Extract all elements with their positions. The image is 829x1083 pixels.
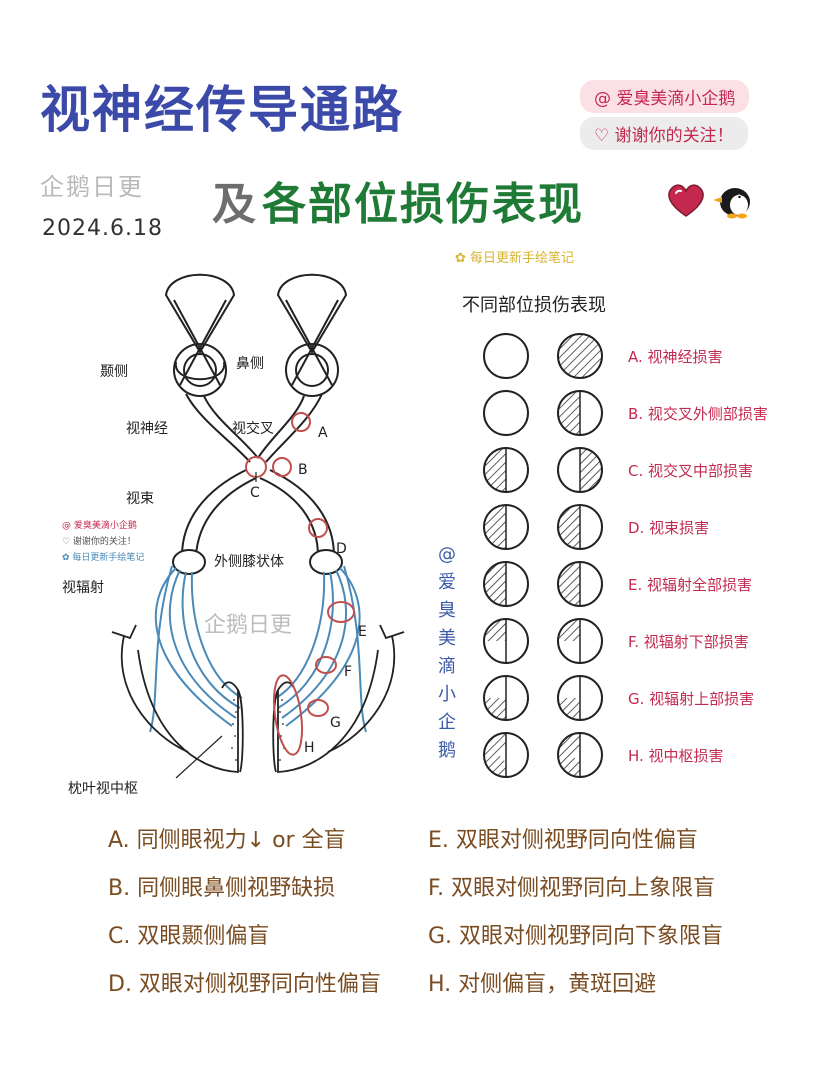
- lesion-b: [272, 457, 292, 477]
- field-left-5: [483, 618, 529, 664]
- date-text: 2024.6.18: [42, 216, 163, 241]
- lesion-f: [315, 656, 337, 674]
- point-e: E: [358, 624, 367, 640]
- point-b: B: [298, 462, 308, 478]
- field-left-3: [483, 504, 529, 550]
- field-label-3: D. 视束损害: [628, 519, 709, 537]
- optic-pathway: [172, 393, 343, 575]
- label-optic-nerve: 视神经: [126, 421, 168, 437]
- lesion-e: [327, 601, 355, 623]
- brain-outline: [111, 624, 405, 773]
- field-left-2: [483, 447, 529, 493]
- account-badge: @ 爱臭美滴小企鹅: [580, 80, 750, 113]
- page-subtitle: 各部位损伤表现: [262, 179, 584, 230]
- penguin-icon: [713, 188, 750, 219]
- label-nasal: 鼻侧: [236, 355, 264, 372]
- small-watermark-thanks: ♡ 谢谢你的关注！: [62, 535, 136, 547]
- field-label-1: B. 视交叉外侧部损害: [628, 405, 768, 423]
- field-left-1: [483, 390, 529, 436]
- daily-note: ✿ 每日更新手绘笔记: [455, 251, 575, 266]
- left-eye: [164, 273, 236, 397]
- answer-e: E. 双眼对侧视野同向性偏盲: [428, 828, 698, 853]
- field-right-3: [557, 504, 603, 550]
- answer-h: H. 对侧偏盲，黄斑回避: [428, 972, 657, 997]
- visual-field-table: A. 视神经损害 B. 视交叉外侧部损害 C. 视交叉中部损害 D. 视束损害 E. 视…: [483, 333, 768, 778]
- field-label-7: H. 视中枢损害: [628, 747, 724, 765]
- field-right-4: [557, 561, 603, 607]
- point-f: F: [344, 664, 352, 680]
- diagram-watermark: 企鹅日更: [204, 613, 292, 638]
- answer-b: B. 同侧眼鼻侧视野缺损: [108, 876, 336, 901]
- right-eye: [276, 273, 348, 397]
- answer-d: D. 双眼对侧视野同向性偏盲: [108, 972, 381, 997]
- field-right-0: [557, 333, 603, 379]
- heart-icon: [668, 184, 704, 217]
- point-g: G: [330, 715, 341, 731]
- label-optic-radiation: 视辐射: [62, 580, 104, 596]
- field-label-6: G. 视辐射上部损害: [628, 690, 754, 708]
- cortex-pointer: [175, 735, 223, 779]
- answer-c: C. 双眼颞侧偏盲: [108, 924, 270, 949]
- answer-a: A. 同侧眼视力↓ or 全盲: [108, 828, 346, 853]
- field-right-2: [557, 447, 603, 493]
- point-a: A: [318, 425, 328, 441]
- label-visual-cortex: 枕叶视中枢: [68, 781, 138, 797]
- label-lgn: 外侧膝状体: [214, 554, 284, 570]
- field-left-7: [483, 732, 529, 778]
- lesion-h: [272, 674, 304, 756]
- optic-radiation: [149, 565, 367, 733]
- page-title: 视神经传导通路: [40, 81, 404, 139]
- field-right-7: [557, 732, 603, 778]
- field-left-6: [483, 675, 529, 721]
- field-right-1: [557, 390, 603, 436]
- field-left-0: [483, 333, 529, 379]
- field-label-0: A. 视神经损害: [628, 348, 723, 366]
- logo-text: 企鹅日更: [40, 173, 144, 201]
- label-optic-tract: 视束: [126, 491, 154, 507]
- point-d: D: [336, 541, 347, 557]
- field-left-4: [483, 561, 529, 607]
- answer-f: F. 双眼对侧视野同向上象限盲: [428, 876, 716, 901]
- visual-cortex-dots: [231, 699, 285, 761]
- field-right-5: [557, 618, 603, 664]
- point-c: C: [250, 485, 260, 501]
- point-h: H: [304, 740, 315, 756]
- lesion-g: [307, 699, 329, 717]
- field-label-4: E. 视辐射全部损害: [628, 576, 752, 594]
- lesion-markers: [245, 412, 355, 756]
- small-watermark-note: ✿ 每日更新手绘笔记: [62, 551, 144, 563]
- field-label-5: F. 视辐射下部损害: [628, 633, 749, 651]
- field-label-2: C. 视交叉中部损害: [628, 462, 753, 480]
- answer-g: G. 双眼对侧视野同向下象限盲: [428, 924, 724, 949]
- thanks-badge: ♡ 谢谢你的关注！: [580, 117, 748, 150]
- table-title: 不同部位损伤表现: [462, 295, 606, 316]
- label-temporal: 颞侧: [100, 364, 128, 380]
- lesion-a: [291, 412, 311, 432]
- label-optic-chiasm: 视交叉: [232, 420, 274, 437]
- vertical-credit: @爱臭美滴小企鹅: [438, 544, 456, 761]
- small-watermark-account: @ 爱臭美滴小企鹅: [62, 519, 137, 531]
- lesion-d: [308, 518, 328, 538]
- field-right-6: [557, 675, 603, 721]
- page-subtitle-prefix: 及: [212, 179, 256, 230]
